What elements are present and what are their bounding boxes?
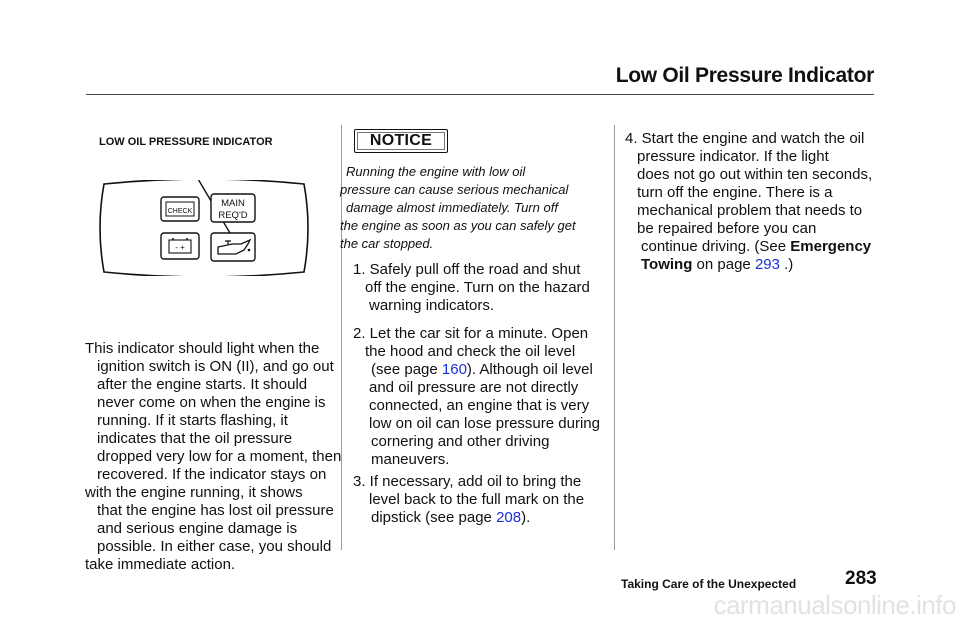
footer-section-label: Taking Care of the Unexpected [621, 577, 797, 591]
step-2: 2. Let the car sit for a minute. Open th… [353, 325, 600, 468]
battery-terminals: - + [175, 243, 185, 252]
step-3: 3. If necessary, add oil to bring the le… [353, 473, 585, 526]
emergency-bold: Emergency [790, 238, 872, 255]
oil-can-icon [210, 232, 256, 262]
check-engine-icon: CHECK [160, 196, 200, 222]
header-rule [86, 94, 874, 95]
battery-icon: - + [160, 232, 200, 260]
reqd-label: REQ'D [218, 210, 247, 221]
page-number: 283 [845, 568, 877, 589]
watermark: carmanualsonline.info [713, 590, 957, 620]
column-divider-2 [614, 125, 615, 550]
check-label: CHECK [168, 208, 193, 215]
main-label: MAIN [221, 198, 245, 209]
panel-outline [99, 180, 309, 276]
step-4: 4. Start the engine and watch the oil pr… [625, 130, 873, 273]
page-link-208[interactable]: 208 [496, 509, 522, 526]
towing-bold: Towing [641, 256, 693, 273]
page-link-160[interactable]: 160 [441, 361, 467, 378]
page-title: Low Oil Pressure Indicator [615, 64, 875, 87]
indicator-description: This indicator should light when the ign… [85, 340, 342, 573]
notice-text: Running the engine with low oil pressure… [340, 164, 576, 251]
column-divider-1 [341, 125, 342, 550]
notice-badge: NOTICE [354, 129, 448, 153]
maintenance-required-icon: MAIN REQ'D [210, 193, 256, 223]
figure-caption: LOW OIL PRESSURE INDICATOR [99, 136, 273, 148]
step-1: 1. Safely pull off the road and shut off… [353, 261, 590, 314]
indicator-panel-illustration: CHECK MAIN REQ'D - + [99, 180, 309, 276]
page-link-293[interactable]: 293 [754, 256, 780, 273]
